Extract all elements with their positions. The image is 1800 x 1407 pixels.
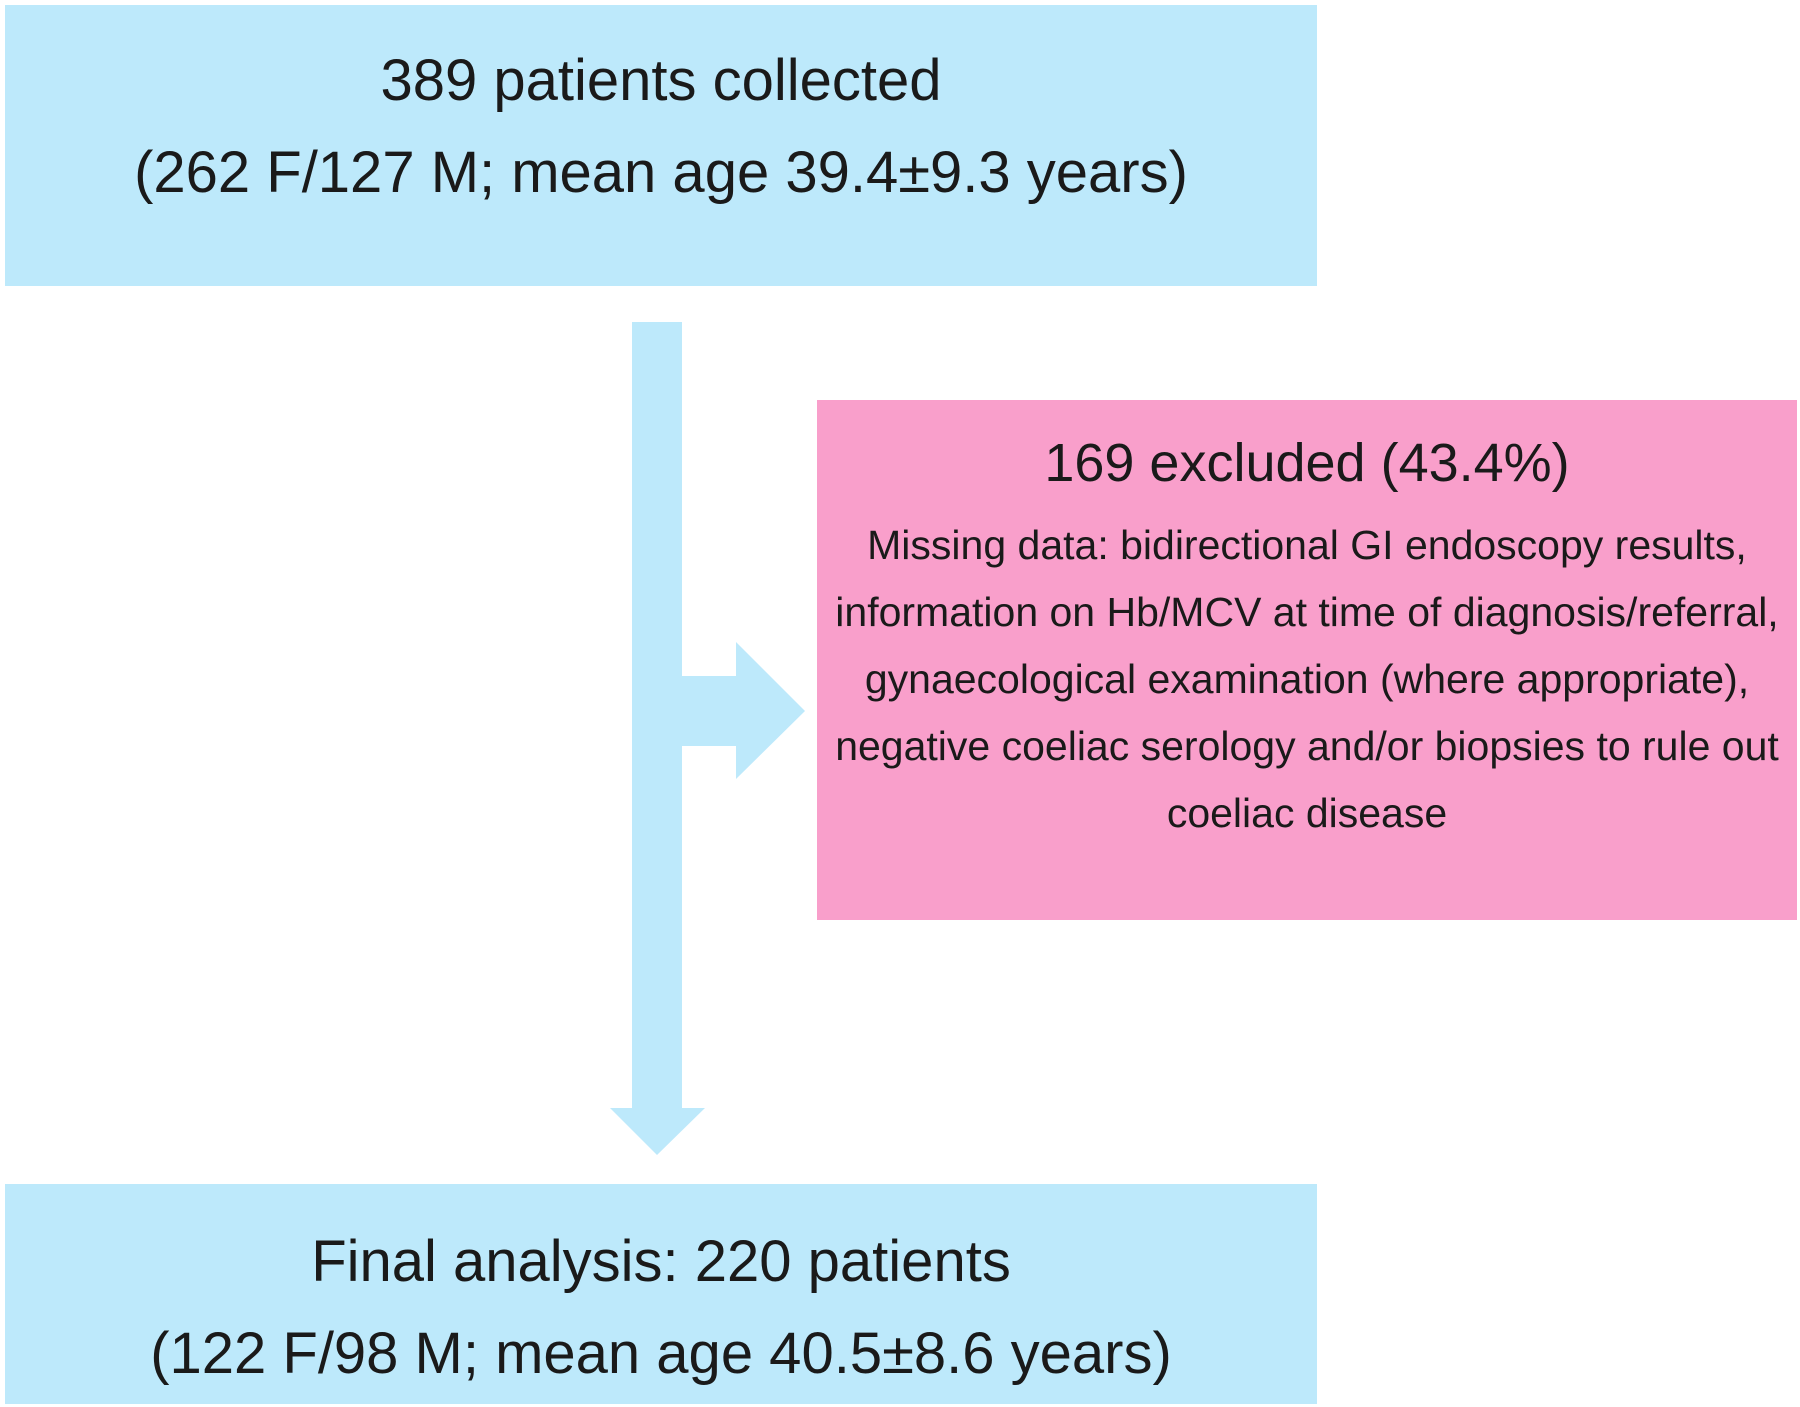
excluded-box: 169 excluded (43.4%) Missing data: bidir… <box>817 400 1797 920</box>
final-analysis-demographics: (122 F/98 M; mean age 40.5±8.6 years) <box>150 1321 1172 1386</box>
patients-collected-title: 389 patients collected <box>380 48 942 113</box>
patients-collected-demographics: (262 F/127 M; mean age 39.4±9.3 years) <box>134 140 1188 205</box>
final-analysis-title: Final analysis: 220 patients <box>311 1229 1011 1294</box>
down-arrow <box>610 322 705 1155</box>
final-analysis-box: Final analysis: 220 patients (122 F/98 M… <box>5 1184 1317 1404</box>
exclusion-reasons: Missing data: bidirectional GI endoscopy… <box>835 522 1779 836</box>
patients-collected-box: 389 patients collected (262 F/127 M; mea… <box>5 5 1317 286</box>
excluded-title: 169 excluded (43.4%) <box>1044 433 1570 493</box>
right-arrow <box>682 642 805 779</box>
